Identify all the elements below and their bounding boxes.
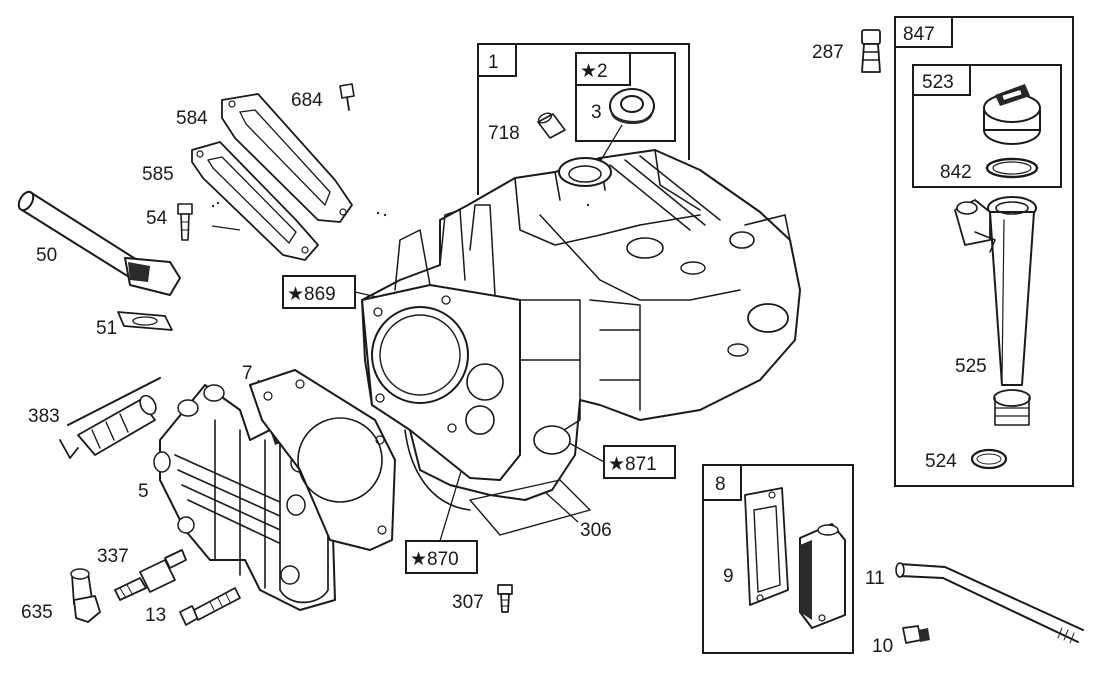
- screw-307: [497, 584, 513, 613]
- screw-54: [177, 203, 193, 241]
- box-part-847: [894, 16, 1074, 487]
- dipstick-cap-523: [983, 84, 1041, 145]
- breather-287: [861, 29, 881, 73]
- label-9: 9: [723, 566, 734, 587]
- bolt-13: [179, 587, 241, 626]
- part-labels: 1 ★2 3 718 287 847 523 842 525 524 684 5…: [21, 24, 987, 657]
- label-383: 383: [28, 406, 60, 427]
- label-1: 1: [488, 52, 499, 73]
- gasket-584: [221, 93, 353, 223]
- label-2: ★2: [580, 61, 608, 82]
- crankcase-block: [361, 149, 801, 536]
- label-870: ★870: [410, 549, 459, 570]
- label-11: 11: [865, 568, 885, 589]
- screw-10: [902, 625, 930, 644]
- box-part-523: [912, 64, 1062, 188]
- label-871: ★871: [608, 454, 657, 475]
- label-8: 8: [715, 474, 726, 495]
- box-part-870: [405, 540, 478, 574]
- label-869: ★869: [287, 284, 336, 305]
- screw-684: [339, 83, 355, 111]
- label-847: 847: [903, 24, 935, 45]
- label-523: 523: [922, 72, 954, 93]
- breather-cover-8: [799, 523, 846, 629]
- stipple-dots: [211, 201, 590, 217]
- label-51: 51: [96, 318, 117, 339]
- box-part-2-tag: [575, 52, 631, 86]
- label-842: 842: [940, 162, 972, 183]
- intake-tube-50: [17, 190, 181, 296]
- o-ring-842: [985, 157, 1039, 179]
- label-337: 337: [97, 546, 129, 567]
- label-3: 3: [591, 102, 602, 123]
- dowel-pin-718: [537, 112, 566, 139]
- label-585: 585: [142, 164, 174, 185]
- label-525: 525: [955, 356, 987, 377]
- label-307: 307: [452, 592, 484, 613]
- label-684: 684: [291, 90, 323, 111]
- breather-tube-11: [895, 562, 1084, 644]
- gasket-9: [744, 487, 789, 606]
- box-part-8: [702, 464, 854, 654]
- spring-383: [59, 377, 161, 459]
- label-584: 584: [176, 108, 208, 129]
- box-part-1-tag: [477, 43, 517, 77]
- o-ring-524: [970, 448, 1008, 470]
- box-part-523-tag: [912, 64, 971, 96]
- label-13: 13: [145, 605, 166, 626]
- box-part-8-tag: [702, 464, 742, 501]
- box-part-847-tag: [894, 16, 953, 48]
- label-54: 54: [146, 208, 168, 229]
- label-306: 306: [580, 520, 612, 541]
- gasket-51: [117, 311, 173, 331]
- box-part-1: [477, 43, 690, 195]
- label-524: 524: [925, 451, 957, 472]
- label-718: 718: [488, 123, 520, 144]
- label-50: 50: [36, 245, 57, 266]
- dipstick-tube-525: [954, 196, 1037, 426]
- plug-boot-635: [70, 568, 101, 623]
- gasket-585: [191, 141, 319, 261]
- label-7: 7: [242, 363, 253, 384]
- oil-seal-3: [609, 88, 655, 125]
- label-635: 635: [21, 602, 53, 623]
- label-5: 5: [138, 481, 149, 502]
- label-10: 10: [872, 636, 893, 657]
- spark-plug-337: [114, 549, 187, 601]
- head-gasket-7: [249, 369, 396, 551]
- label-287: 287: [812, 42, 844, 63]
